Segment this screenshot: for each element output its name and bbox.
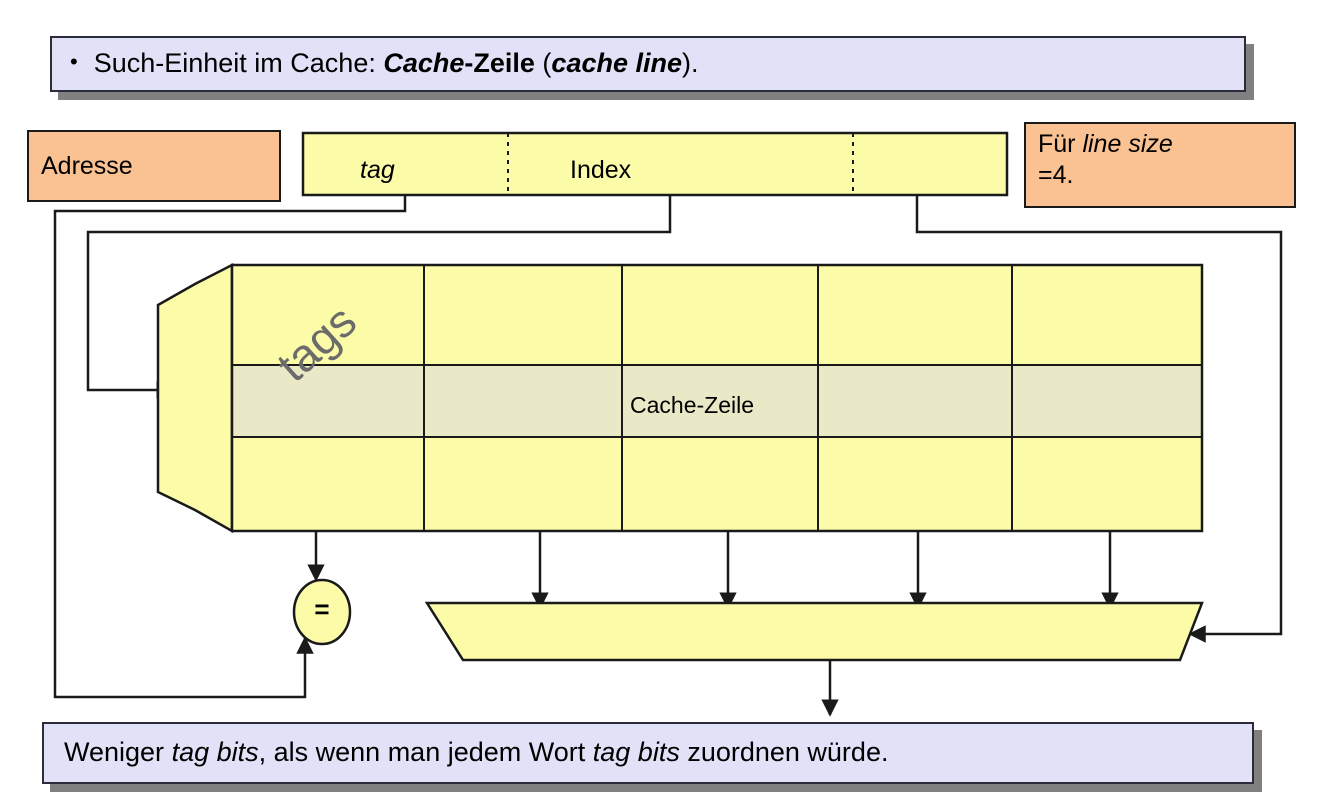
bottom-banner-part-4: zuordnen würde.	[679, 737, 889, 768]
bottom-banner-text: Weniger tag bits, als wenn man jedem Wor…	[64, 737, 889, 768]
address-field-index-label: Index	[570, 156, 632, 184]
tags-block-side	[156, 262, 234, 534]
bottom-banner-part-2: , als wenn man jedem Wort	[258, 737, 593, 768]
top-banner-part-4: cache line	[551, 48, 682, 79]
bullet-icon: •	[70, 49, 78, 75]
connector-tag-to-comparator	[53, 195, 407, 699]
comparator-label: =	[314, 594, 330, 624]
cache-row-1-bg-highlight	[232, 365, 1202, 437]
tags-block	[156, 262, 234, 534]
top-banner-part-1: Cache	[383, 48, 465, 79]
line-size-note-line1: Für line size	[1038, 129, 1284, 160]
line-size-note-line2: =4.	[1038, 160, 1074, 189]
cache-line-row-label: Cache-Zeile	[630, 392, 754, 418]
bottom-banner: Weniger tag bits, als wenn man jedem Wor…	[42, 722, 1254, 784]
bottom-banner-part-1: tag bits	[171, 737, 259, 768]
top-banner-part-2: -Zeile	[464, 48, 535, 79]
connector-offset-to-mux	[915, 195, 1283, 643]
top-banner-part-3: (	[534, 48, 552, 79]
bottom-banner-part-0: Weniger	[64, 737, 172, 768]
cache-array	[230, 263, 1204, 533]
top-banner-part-0: Such-Einheit im Cache:	[93, 48, 384, 79]
cache-array-frame	[230, 263, 1204, 533]
top-banner: • Such-Einheit im Cache: Cache-Zeile (cac…	[50, 36, 1246, 92]
comparator	[292, 578, 352, 646]
comparator-circle	[292, 578, 352, 646]
multiplexer	[424, 601, 1204, 662]
bottom-banner-part-3: tag bits	[592, 737, 680, 768]
cache-row-2-bg	[232, 437, 1202, 531]
line-size-note-italic: line size	[1082, 130, 1173, 158]
connector-index-to-tagblock	[86, 195, 672, 399]
line-size-note-prefix: Für	[1038, 130, 1083, 158]
top-banner-part-5: ).	[682, 48, 699, 79]
address-field-tag-label: tag	[360, 156, 395, 184]
cache-row-0-bg	[232, 265, 1202, 365]
address-bar	[301, 131, 1009, 197]
address-bar-body	[301, 131, 1009, 197]
multiplexer-body	[424, 601, 1204, 662]
address-label-text: Adresse	[41, 151, 133, 180]
line-size-note-box: Für line size =4.	[1024, 122, 1296, 208]
cache-output-connectors	[307, 531, 1119, 610]
top-banner-text: • Such-Einheit im Cache: Cache-Zeile (cac…	[70, 48, 699, 79]
address-label-box: Adresse	[27, 130, 281, 202]
